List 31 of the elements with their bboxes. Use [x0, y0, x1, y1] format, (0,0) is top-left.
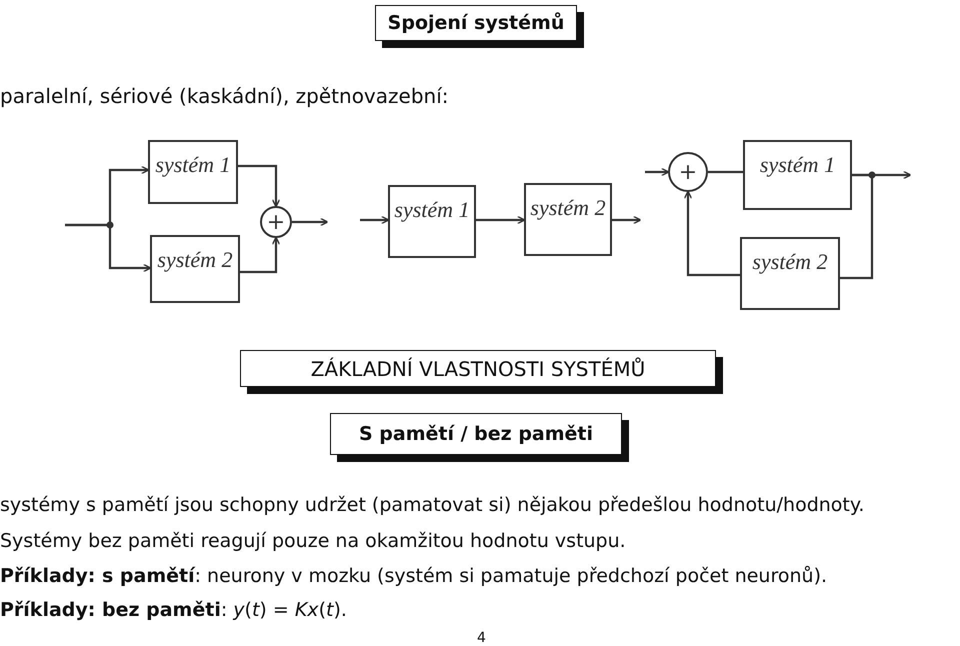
system-block [524, 183, 612, 256]
text-line: paralelní, sériové (kaskádní), zpětnovazební: [0, 84, 448, 108]
block-label: systém 2 [530, 195, 606, 221]
block-label: systém 2 [752, 249, 828, 275]
signal-arrow [476, 216, 526, 224]
text-line: Příklady: bez paměti: y(t) = Kx(t). [0, 599, 347, 621]
block-label: + [678, 160, 698, 184]
text-line: systémy s pamětí jsou schopny udržet (pamatovat si) nějakou předešlou hodnotu/hodnoty. [0, 494, 864, 516]
system-block [740, 237, 840, 310]
summing-junction [260, 206, 292, 238]
block-label: systém 1 [394, 197, 470, 223]
text-line: Příklady: s pamětí: neurony v mozku (systém si pamatuje předchozí počet neuronů). [0, 565, 828, 587]
text-line: Systémy bez paměti reagují pouze na okamžitou hodnotu vstupu. [0, 530, 626, 552]
block-label: systém 2 [157, 247, 233, 273]
signal-arrow [645, 168, 670, 176]
system-block [388, 185, 476, 258]
block-label: systém 1 [760, 152, 836, 178]
system-block [148, 140, 238, 204]
signal-arrow [360, 216, 390, 224]
signal-arrow [684, 190, 740, 276]
signal-arrow [240, 236, 280, 274]
summing-junction [668, 152, 708, 192]
block-label: + [266, 210, 286, 234]
signal-arrow [238, 164, 280, 208]
signal-arrow [292, 218, 328, 226]
system-block [743, 140, 852, 210]
block-label: systém 1 [155, 152, 231, 178]
signal-arrow [65, 224, 152, 272]
signal-arrow [612, 216, 642, 224]
page-number: 4 [477, 630, 486, 646]
system-block [150, 235, 240, 303]
